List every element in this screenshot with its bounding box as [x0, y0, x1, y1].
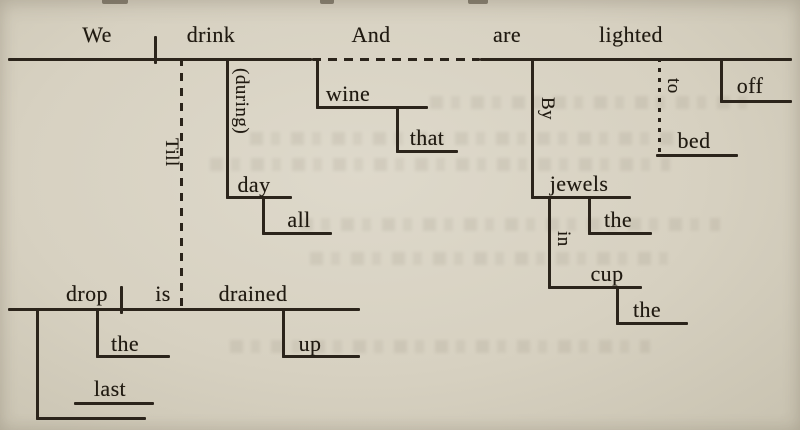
- line-last-bottom-shelf: [36, 417, 146, 420]
- word-drink: drink: [186, 22, 236, 47]
- word-the-jewels: the: [603, 207, 633, 232]
- line-bed-shelf: [656, 154, 738, 157]
- page-edge-mark: [468, 0, 488, 4]
- word-by: By: [537, 97, 558, 121]
- line-the-drop-shelf: [96, 355, 170, 358]
- line-to-connector: [658, 58, 661, 157]
- line-jewels-the-shelf: [588, 232, 652, 235]
- word-off: off: [736, 73, 764, 98]
- word-last: last: [93, 376, 127, 401]
- word-drop: drop: [66, 281, 108, 306]
- line-last-riser: [36, 308, 39, 420]
- word-during: (during): [231, 68, 252, 135]
- page-edge-mark: [320, 0, 334, 4]
- line-off-shelf: [720, 100, 792, 103]
- line-clause1-subject-verb-divider: [154, 36, 157, 64]
- line-cup-the-riser: [616, 286, 619, 325]
- line-cup-shelf: [548, 286, 642, 289]
- line-last-underline: [74, 402, 154, 405]
- line-all-shelf: [262, 232, 332, 235]
- line-cup-the-shelf: [616, 322, 688, 325]
- word-cup: cup: [590, 261, 624, 286]
- line-jewels-the-riser: [588, 196, 591, 235]
- word-in: in: [553, 231, 574, 247]
- word-up: up: [298, 331, 322, 356]
- word-till: Till: [161, 138, 182, 167]
- line-day-shelf: [226, 196, 292, 199]
- word-all: all: [287, 207, 311, 232]
- line-conjunction-and-line: [312, 58, 480, 61]
- line-by-riser: [531, 58, 534, 199]
- line-the-drop-riser: [96, 308, 99, 358]
- word-jewels: jewels: [549, 171, 609, 196]
- word-day: day: [237, 172, 271, 197]
- line-clause3-baseline: [8, 308, 360, 311]
- word-bed: bed: [677, 128, 711, 153]
- word-and: And: [351, 22, 391, 47]
- line-in-riser: [548, 196, 551, 289]
- line-till-connector: [180, 58, 183, 311]
- word-the-cup: the: [632, 297, 662, 322]
- word-to: to: [663, 78, 684, 94]
- line-that-riser: [396, 106, 399, 153]
- word-are: are: [492, 22, 522, 47]
- word-that: that: [409, 125, 445, 150]
- line-wine-riser: [316, 58, 319, 109]
- line-up-shelf: [282, 355, 360, 358]
- line-wine-shelf: [316, 106, 428, 109]
- line-up-riser: [282, 308, 285, 358]
- line-during-riser: [226, 58, 229, 199]
- word-wine: wine: [325, 81, 371, 106]
- line-all-riser: [262, 196, 265, 235]
- word-the-drop: the: [110, 331, 140, 356]
- line-jewels-shelf: [531, 196, 631, 199]
- page-edge-mark: [102, 0, 128, 4]
- word-drained: drained: [218, 281, 288, 306]
- line-that-shelf: [396, 150, 458, 153]
- word-lighted: lighted: [599, 22, 663, 47]
- line-off-riser: [720, 58, 723, 103]
- word-is: is: [155, 281, 171, 306]
- word-we: We: [82, 22, 112, 47]
- line-clause2-baseline: [480, 58, 792, 61]
- line-clause3-subject-verb-divider: [120, 286, 123, 314]
- line-clause1-baseline: [8, 58, 312, 61]
